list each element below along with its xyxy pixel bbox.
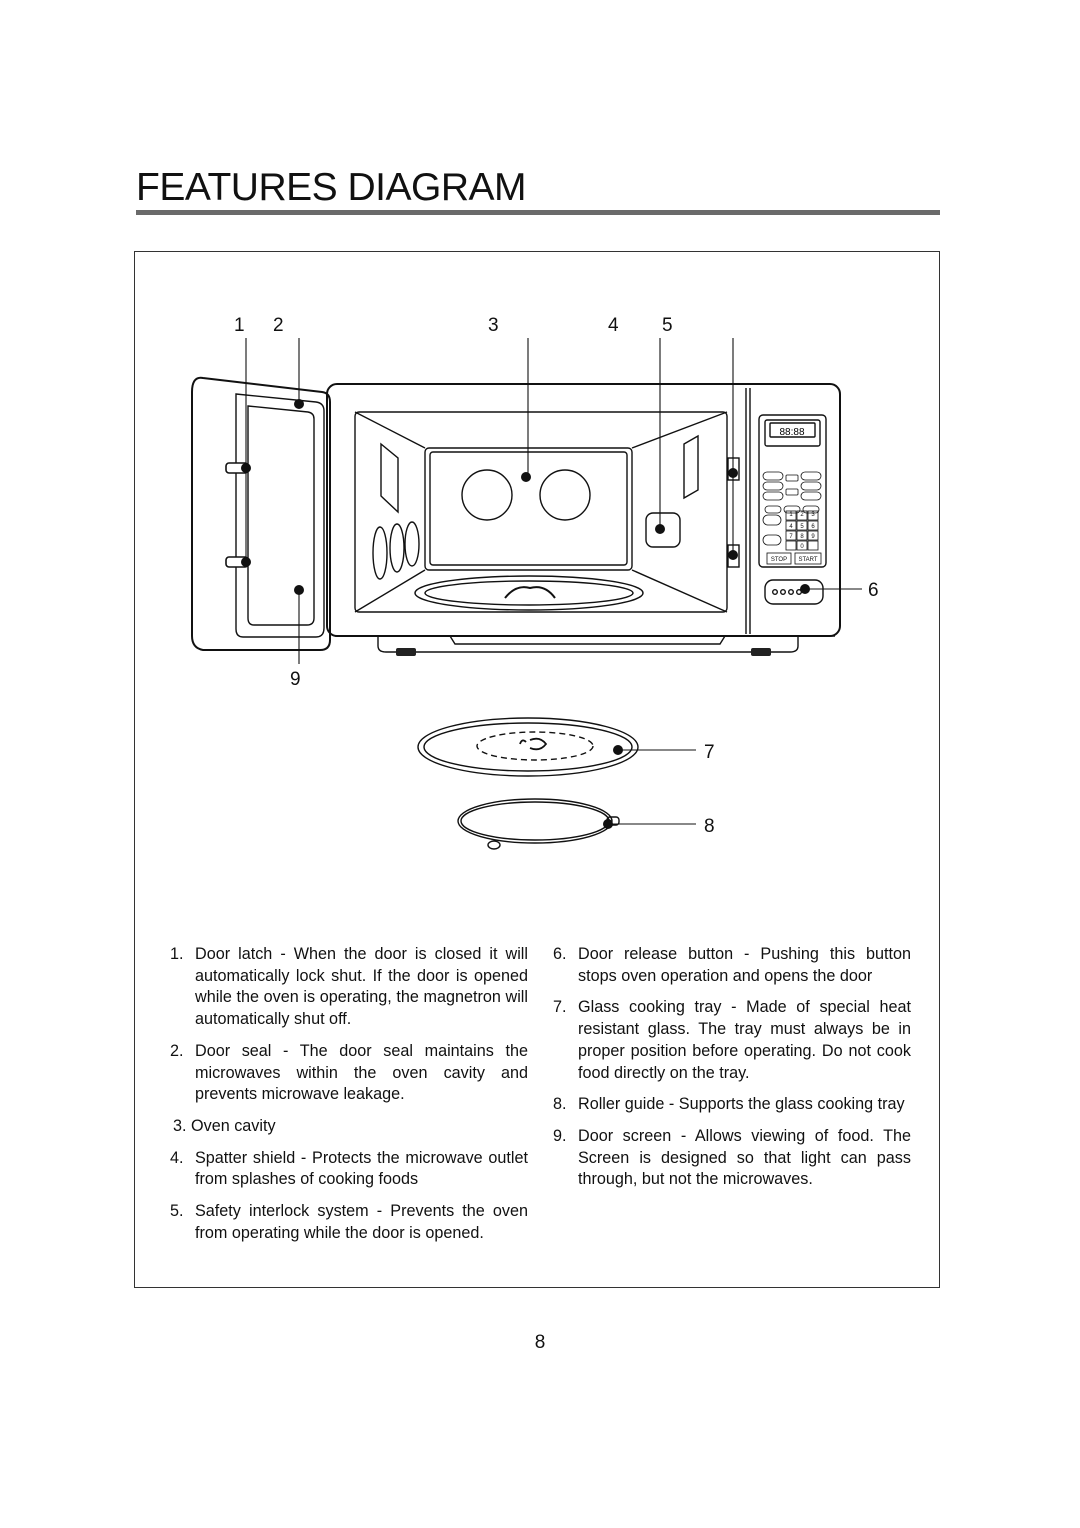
feature-number: 8. — [553, 1095, 567, 1114]
feature-number: 6. — [553, 945, 567, 963]
feature-description: - The door seal maintains the microwaves… — [195, 1041, 528, 1104]
key-9: 9 — [811, 534, 815, 540]
callout-9: 9 — [290, 669, 301, 690]
feature-description: - Pushing this button stops oven operati… — [578, 945, 911, 985]
key-3: 3 — [811, 512, 815, 518]
oven-door — [191, 376, 331, 651]
callout-8: 8 — [704, 816, 715, 837]
diagram-frame — [134, 251, 940, 1288]
feature-item: 1. Door latch - When the door is closed … — [170, 944, 528, 1031]
feature-item: 5. Safety interlock system - Prevents th… — [170, 1201, 528, 1244]
oven-body — [326, 383, 841, 656]
feature-description: - Allows viewing of food. The Screen is … — [578, 1126, 912, 1189]
feature-number: 4. — [170, 1148, 184, 1167]
callout-2: 2 — [273, 315, 284, 336]
feature-name: Spatter shield — [195, 1148, 296, 1167]
callout-3: 3 — [488, 315, 499, 336]
key-1: 1 — [789, 512, 793, 518]
roller-guide — [457, 798, 620, 850]
callout-1: 1 — [234, 315, 245, 336]
glass-tray — [417, 717, 639, 777]
feature-item: 7. Glass cooking tray - Made of special … — [553, 997, 911, 1084]
feature-description: - Supports the glass cooking tray — [668, 1095, 905, 1114]
callout-4: 4 — [608, 315, 619, 336]
feature-item: 2. Door seal - The door seal maintains t… — [170, 1041, 528, 1106]
feature-item: 4. Spatter shield - Protects the microwa… — [170, 1148, 528, 1191]
key-5: 5 — [800, 524, 804, 530]
key-0: 0 — [800, 544, 804, 550]
key-6: 6 — [811, 524, 815, 530]
callout-6: 6 — [868, 580, 879, 601]
page-number: 8 — [534, 1332, 546, 1353]
key-8: 8 — [800, 534, 804, 540]
feature-number: 3. — [173, 1116, 187, 1135]
feature-number: 5. — [170, 1202, 184, 1221]
feature-number: 9. — [553, 1126, 567, 1145]
panel-display: 88:88 — [779, 427, 804, 438]
key-7: 7 — [789, 534, 793, 540]
stop-key: STOP — [771, 557, 787, 563]
feature-name: Door release button — [578, 945, 734, 963]
key-4: 4 — [789, 524, 793, 530]
feature-name: Door latch — [195, 945, 273, 963]
feature-number: 1. — [170, 945, 184, 963]
start-key: START — [798, 557, 817, 563]
callout-dots — [241, 399, 810, 829]
feature-name: Door screen — [578, 1126, 672, 1145]
feature-item: 8. Roller guide - Supports the glass coo… — [553, 1094, 911, 1116]
callout-7: 7 — [704, 742, 715, 763]
feature-name: Safety interlock system — [195, 1202, 369, 1221]
callout-5: 5 — [662, 315, 673, 336]
features-list-left: 1. Door latch - When the door is closed … — [170, 944, 528, 1254]
feature-number: 2. — [170, 1041, 184, 1060]
feature-item: 3. Oven cavity — [170, 1116, 528, 1138]
title-rule — [136, 210, 940, 215]
feature-name: Glass cooking tray — [578, 998, 722, 1017]
feature-name: Roller guide — [578, 1095, 665, 1114]
feature-description: - When the door is closed it will automa… — [195, 945, 529, 1029]
control-panel — [758, 414, 827, 605]
features-list-right: 6. Door release button - Pushing this bu… — [553, 944, 911, 1201]
callout-leaders — [245, 338, 862, 825]
key-2: 2 — [800, 512, 804, 518]
feature-name: Door seal — [195, 1041, 272, 1060]
feature-description: - Prevents the oven from operating while… — [195, 1202, 529, 1242]
feature-description: - Made of special heat resistant glass. … — [578, 998, 911, 1082]
feature-name: Oven cavity — [191, 1116, 276, 1135]
feature-item: 9. Door screen - Allows viewing of food.… — [553, 1126, 911, 1191]
feature-item: 6. Door release button - Pushing this bu… — [553, 944, 911, 987]
page-title: FEATURES DIAGRAM — [136, 166, 526, 209]
feature-number: 7. — [553, 998, 567, 1017]
feature-description: - Protects the microwave outlet from spl… — [195, 1148, 529, 1189]
